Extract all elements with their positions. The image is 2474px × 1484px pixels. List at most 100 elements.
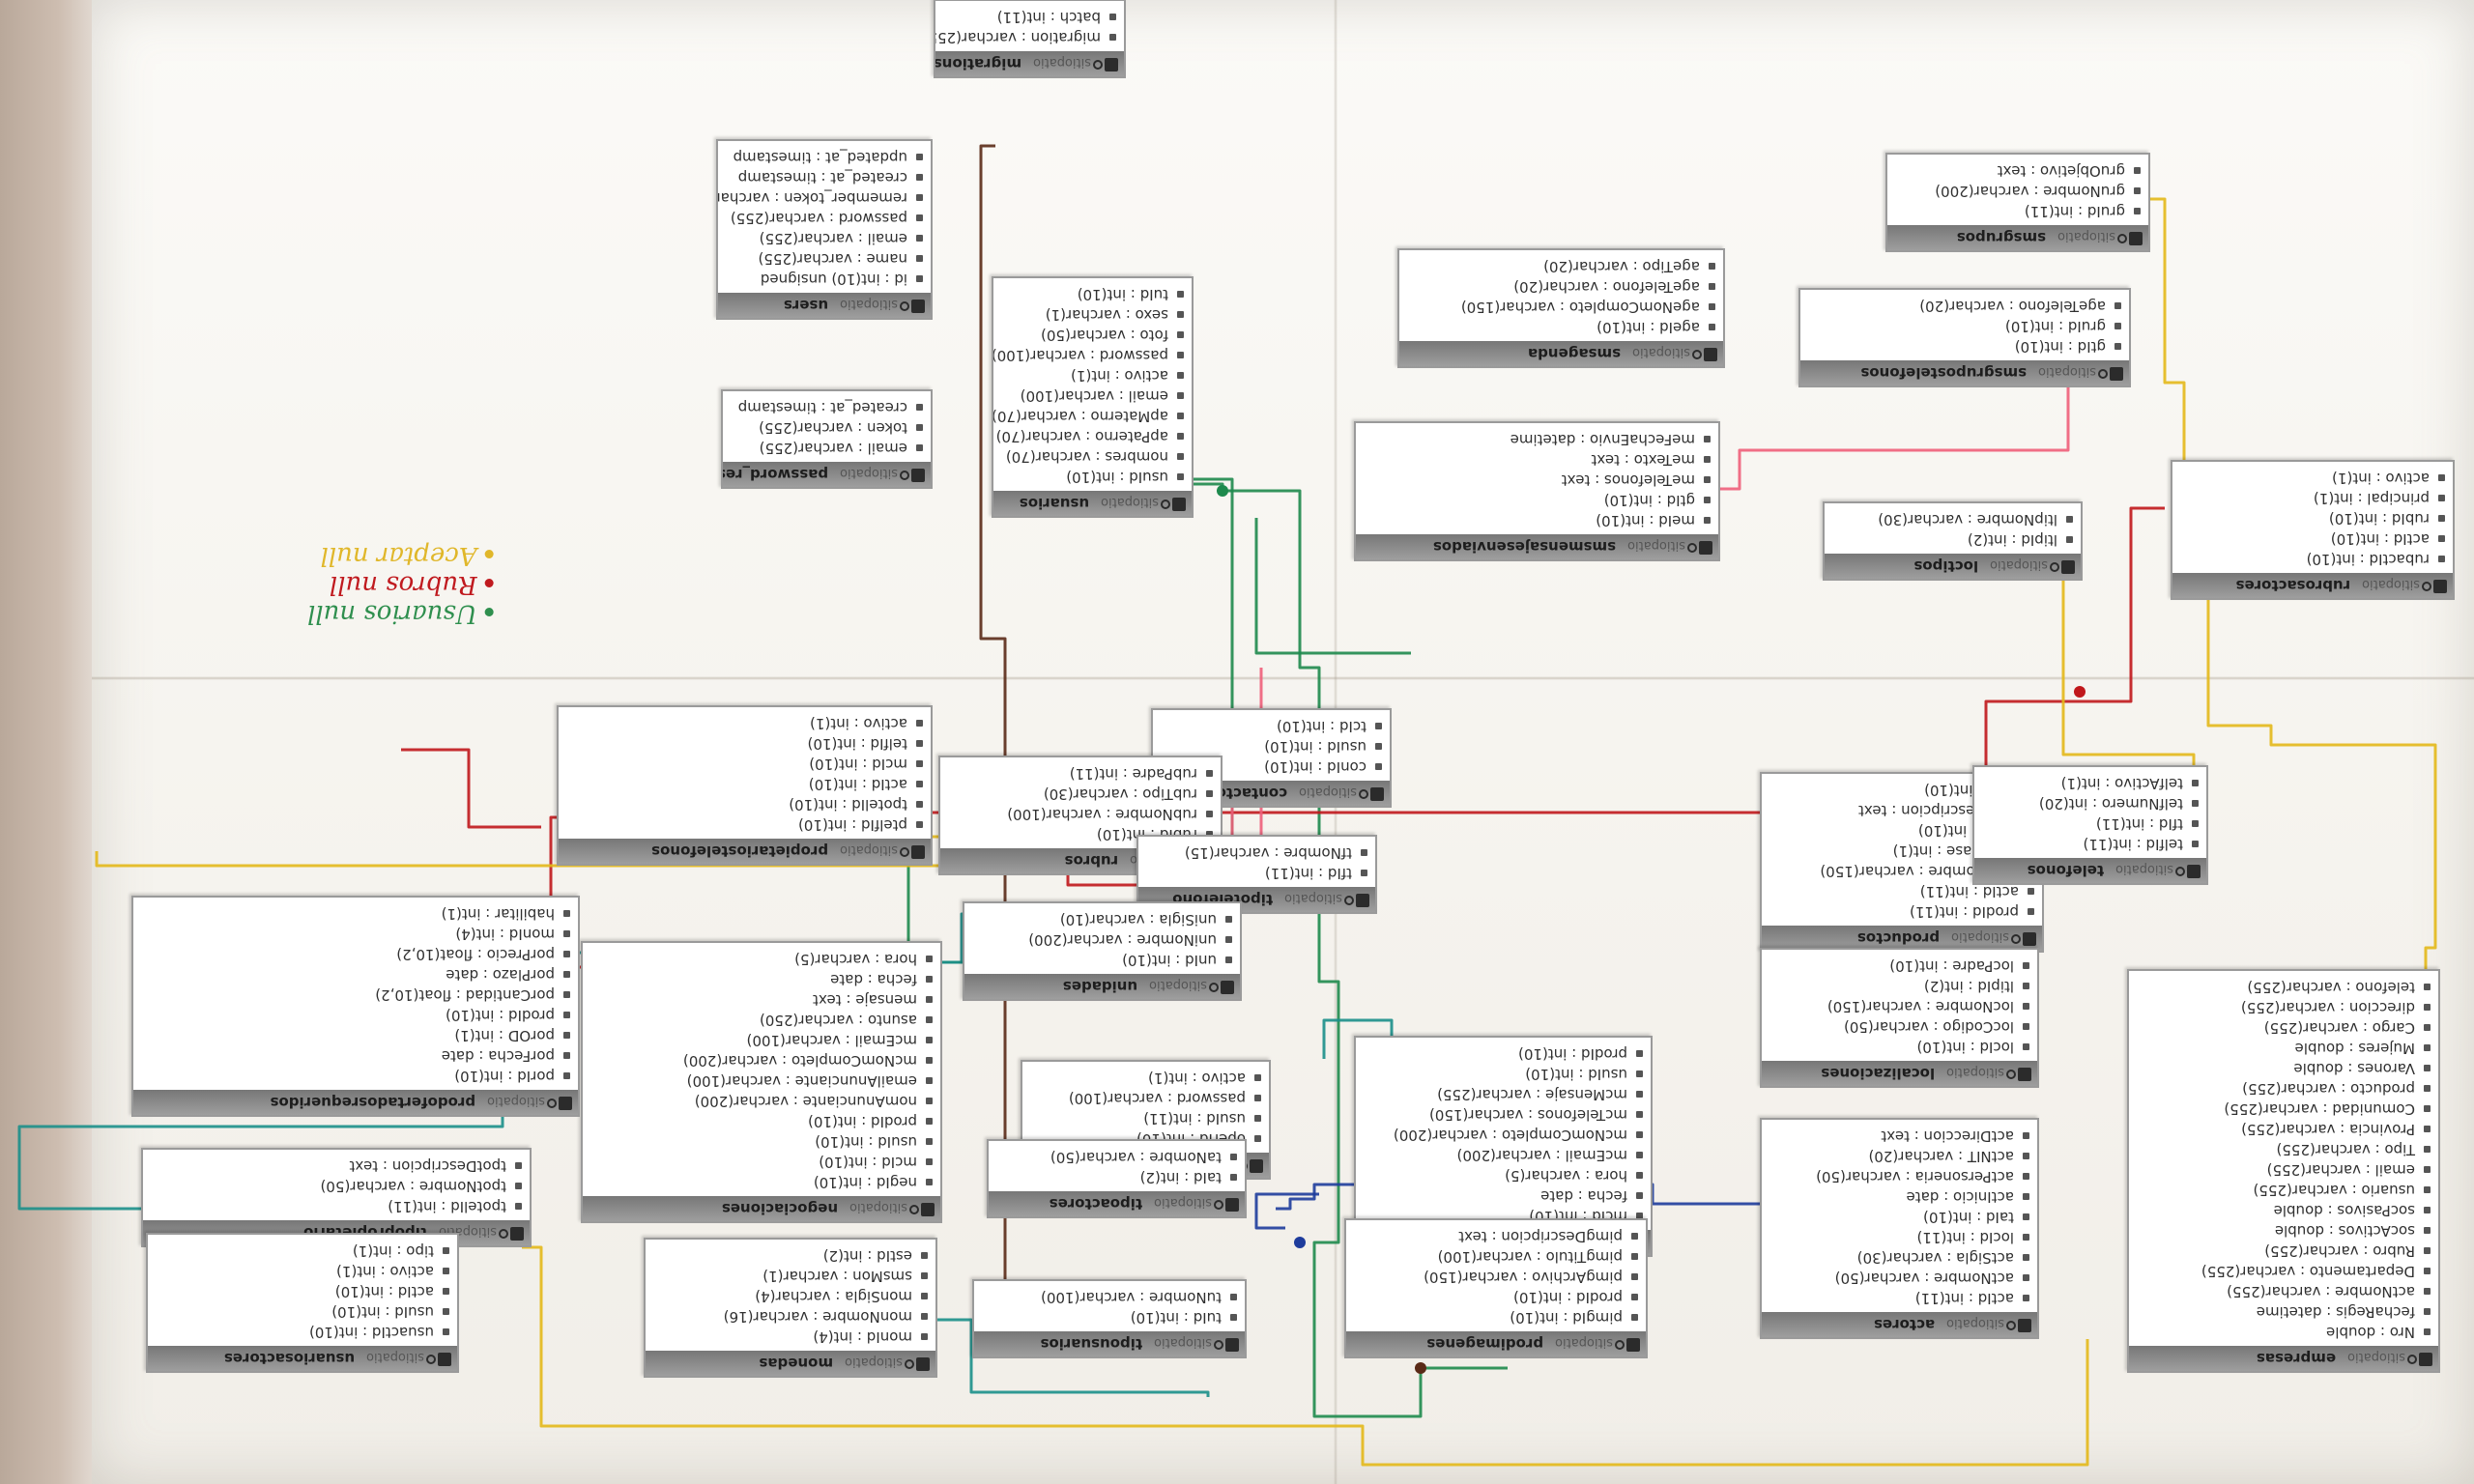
table-field: tipo : int(1)	[148, 1241, 457, 1261]
options-icon	[1093, 60, 1103, 70]
relationship-line	[401, 748, 541, 829]
legend-item: Rubros null	[307, 570, 494, 599]
relationship-endpoint	[2074, 686, 2086, 698]
options-icon	[2006, 1321, 2016, 1330]
legend-dot-icon	[484, 550, 494, 559]
table-field: usuId : int(10)	[993, 467, 1192, 487]
options-icon	[1615, 1340, 1625, 1350]
table-field: gruObjetivo : text	[1887, 160, 2148, 181]
table-fields: pimgId : int(10)prodId : int(10)pimgArch…	[1346, 1220, 1646, 1331]
table-field: taNombre : varchar(50)	[989, 1147, 1245, 1167]
table-field: telfActivo : int(1)	[1974, 773, 2206, 793]
database-label: sitiopatio	[1946, 1316, 2004, 1330]
database-label: sitiopatio	[2038, 364, 2096, 379]
database-label: sitiopatio	[849, 1200, 907, 1214]
table-field: password : varchar(255)	[718, 208, 931, 228]
options-icon	[1214, 1200, 1223, 1210]
table-name: telefonos	[2027, 862, 2105, 879]
table-field: actInicio : date	[1762, 1186, 2037, 1207]
table-name: tipousuarios	[1040, 1335, 1143, 1353]
table-field: ltipId : int(2)	[1825, 529, 2081, 550]
table-header: sitiopationegociaciones	[583, 1196, 940, 1221]
database-label: sitiopatio	[487, 1094, 545, 1108]
table-field: nombres : varchar(70)	[993, 446, 1192, 467]
table-field: tuNombre : varchar(100)	[974, 1287, 1245, 1307]
table-icon	[2061, 560, 2075, 574]
table-field: tpotelId : int(10)	[559, 794, 931, 814]
options-icon	[1692, 350, 1702, 359]
table-field: actId : int(10)	[148, 1281, 457, 1301]
table-field: rubId : int(10)	[2172, 508, 2453, 528]
table-field: ltipNombre : varchar(30)	[1825, 509, 2081, 529]
table-field: asunto : varchar(250)	[583, 1010, 940, 1030]
table-header: sitiopatiopassword_resets	[723, 462, 931, 487]
relationship-line	[1254, 518, 1411, 655]
table-field: prodId : int(10)	[1356, 1043, 1651, 1064]
table-field: email : varchar(255)	[718, 228, 931, 248]
table-field: locCodigo : varchar(50)	[1762, 1016, 2037, 1037]
relationship-line	[522, 1245, 2089, 1467]
table-name: smsmensajesenviados	[1432, 538, 1617, 556]
table-field: pimgArchivo : varchar(150)	[1346, 1267, 1646, 1287]
legend-dot-icon	[484, 608, 494, 617]
table-header: sitiopatioloctipos	[1825, 554, 2081, 579]
table-field: tfNombre : varchar(15)	[1138, 842, 1375, 863]
database-label: sitiopatio	[1946, 1065, 2004, 1079]
table-header: sitiopatiomigrations	[935, 51, 1124, 76]
table-field: ageTelefono : varchar(20)	[1399, 276, 1723, 297]
table-field: porPlazo : date	[133, 964, 578, 985]
table-header: sitiopatioprodofertadosrequeridos	[133, 1090, 578, 1115]
table-field: porId : int(10)	[133, 1066, 578, 1086]
table-field: mcTelefonos : varchar(150)	[1356, 1104, 1651, 1125]
relationship-line	[2145, 197, 2437, 1223]
options-icon	[2011, 934, 2021, 944]
table-fields: tuId : int(10)tuNombre : varchar(100)	[974, 1281, 1245, 1331]
table-prodofertadosrequeridos: sitiopatioprodofertadosrequeridos porId :…	[131, 896, 580, 1117]
table-field: habilitar : int(1)	[133, 903, 578, 924]
table-field: monId : int(4)	[133, 924, 578, 944]
table-name: users	[783, 297, 829, 314]
table-field: actNombre : varchar(50)	[1762, 1268, 2037, 1288]
table-field: email : varchar(255)	[723, 438, 931, 458]
database-label: sitiopatio	[1555, 1335, 1613, 1350]
table-icon	[1370, 787, 1384, 801]
database-label: sitiopatio	[1951, 929, 2009, 944]
database-label: sitiopatio	[1990, 557, 2048, 572]
table-fields: taId : int(2)taNombre : varchar(50)	[989, 1141, 1245, 1191]
table-name: actores	[1874, 1316, 1936, 1333]
table-fields: usuactId : int(10)usuId : int(10)actId :…	[148, 1235, 457, 1346]
options-icon	[1161, 499, 1170, 509]
table-field: Departamento : varchar(255)	[2129, 1261, 2438, 1281]
table-field: activo : int(1)	[559, 713, 931, 733]
table-field: porCantidad : float(10,2)	[133, 985, 578, 1005]
table-name: prodimagenes	[1426, 1335, 1544, 1353]
table-field: monId : int(4)	[646, 1327, 935, 1347]
table-field: prodId : int(10)	[133, 1005, 578, 1025]
table-header: sitiopatiomonedas	[646, 1351, 935, 1376]
table-field: password : varchar(100)	[1022, 1088, 1269, 1108]
table-field: fecha : date	[583, 969, 940, 989]
table-name: productos	[1856, 929, 1941, 947]
table-fields: negId : int(10)mcId : int(10)usuId : int…	[583, 943, 940, 1196]
table-field: meFechaEnvio : datetime	[1356, 429, 1718, 449]
table-icon	[1699, 541, 1712, 555]
table-name: password_resets	[723, 466, 829, 483]
legend-dot-icon	[484, 579, 494, 588]
table-field: ltipId : int(2)	[1762, 976, 2037, 996]
options-icon	[426, 1355, 436, 1364]
table-field: created_at : timestamp	[723, 397, 931, 417]
table-field: smsMon : varchar(1)	[646, 1266, 935, 1286]
table-header: sitiopatio prodimagenes	[1346, 1331, 1646, 1356]
table-field: ageId : int(10)	[1399, 317, 1723, 337]
table-field: created_at : timestamp	[718, 167, 931, 187]
table-field: gruNombre : varchar(200)	[1887, 181, 2148, 201]
table-field: mcId : int(10)	[559, 754, 931, 774]
database-label: sitiopatio	[1033, 55, 1091, 70]
